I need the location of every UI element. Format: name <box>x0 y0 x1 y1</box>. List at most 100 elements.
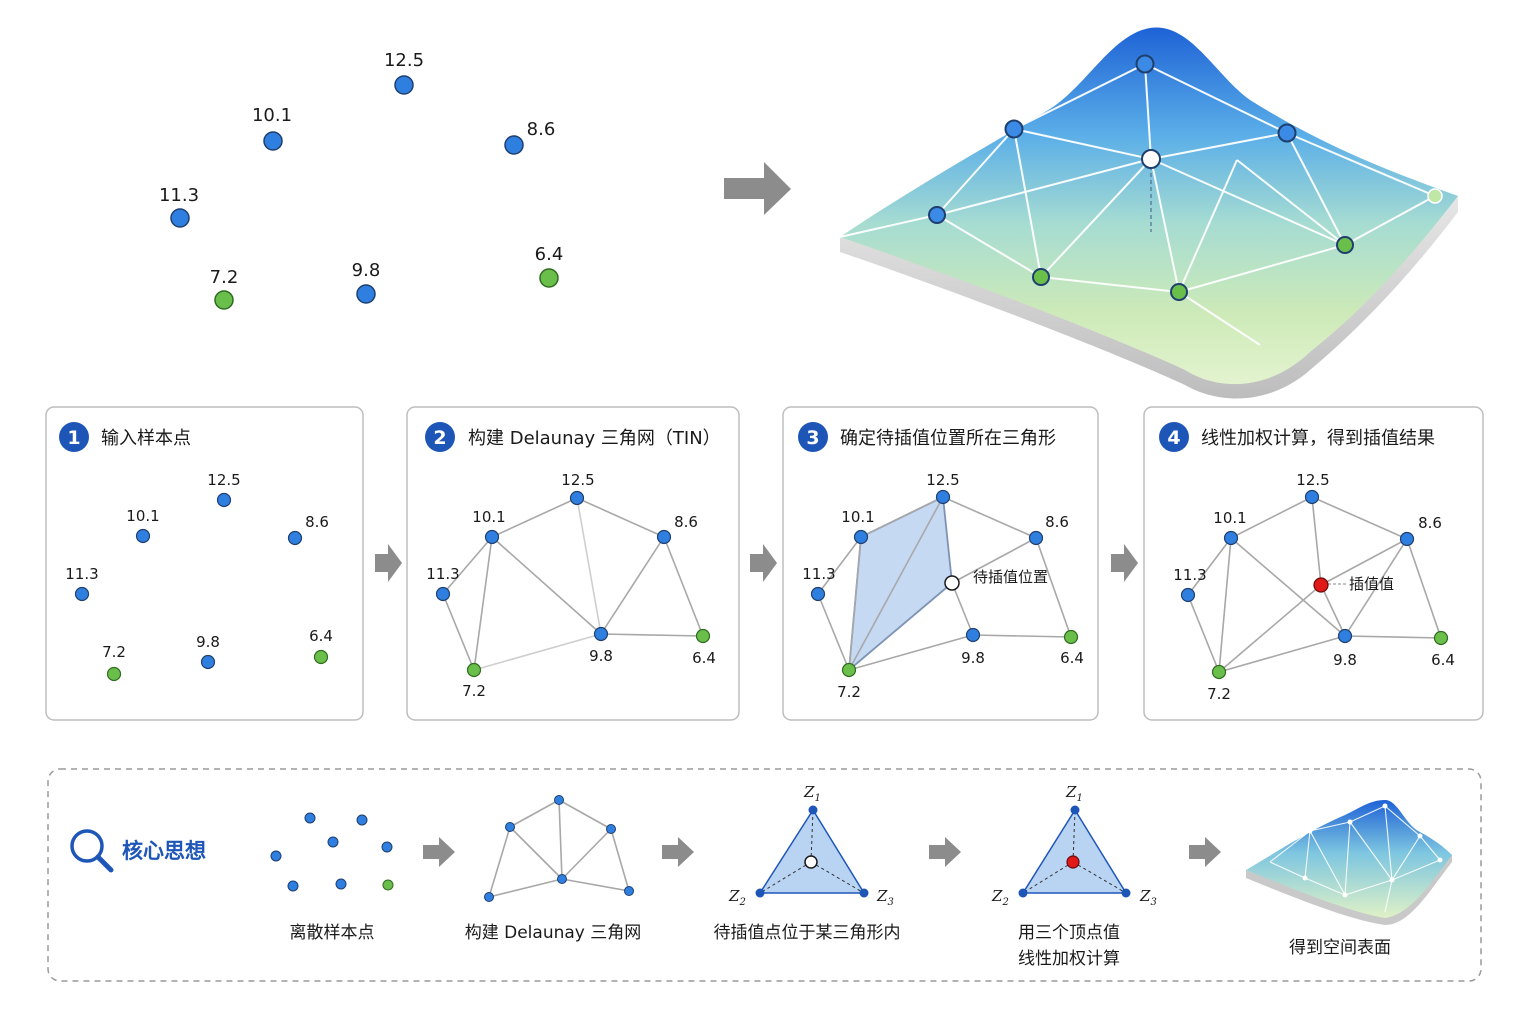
panel-4-number: 4 <box>1167 427 1180 449</box>
sample-point-label: 12.5 <box>207 471 240 489</box>
top-scatter: 12.5 10.1 8.6 11.3 7.2 9.8 6.4 <box>159 50 563 310</box>
core-step-4-triangle: Z1 Z2 Z3 <box>991 783 1157 908</box>
query-point-label: 待插值位置 <box>973 568 1048 586</box>
tin-edge <box>1320 584 1346 637</box>
panel-4 <box>1143 406 1484 721</box>
tin-edge <box>491 497 578 538</box>
sample-point-label: 8.6 <box>674 513 698 531</box>
tin-edge <box>1218 584 1322 673</box>
sample-point <box>466 662 482 678</box>
surface-query-node <box>1141 149 1161 169</box>
sample-point <box>935 489 951 505</box>
tin-edge <box>951 582 974 636</box>
panel-1-number: 1 <box>67 427 80 449</box>
core-step-2-tin <box>488 799 630 898</box>
sample-point-label: 6.4 <box>692 649 716 667</box>
arrow-right-icon <box>929 837 961 867</box>
sample-point-label: 9.8 <box>1333 651 1357 669</box>
sample-point-label: 8.6 <box>1418 514 1442 532</box>
vertex-label-z3: Z3 <box>876 887 894 908</box>
tin-edge <box>576 497 602 635</box>
label-10-1: 10.1 <box>252 105 292 126</box>
panel-4-title: 线性加权计算，得到插值结果 <box>1201 428 1435 449</box>
point-8-6 <box>504 135 524 155</box>
tin-edge <box>1230 496 1313 539</box>
panel-3-title: 确定待插值位置所在三角形 <box>840 428 1056 449</box>
sample-point <box>810 586 826 602</box>
sample-point <box>593 626 609 642</box>
tin-edge <box>1035 537 1072 638</box>
sample-point <box>216 492 232 508</box>
sample-point <box>435 586 451 602</box>
surface-node <box>1135 54 1155 74</box>
surface-node <box>1336 236 1354 254</box>
arrow-right-icon <box>423 837 455 867</box>
core-step-1-points <box>270 812 394 892</box>
tin-edge <box>951 537 1037 584</box>
vertex-label-z2: Z2 <box>991 887 1009 908</box>
surface-node <box>1032 268 1050 286</box>
tin-edge <box>1187 594 1220 673</box>
surface-node <box>928 206 946 224</box>
core-step-1-caption: 离散样本点 <box>290 923 375 943</box>
panel-3-number: 3 <box>806 427 819 449</box>
core-step-3-query-point <box>804 855 818 869</box>
core-step-5-caption: 得到空间表面 <box>1289 938 1391 958</box>
tin-edge <box>848 536 862 671</box>
sample-point-label: 12.5 <box>926 471 959 489</box>
sample-point <box>135 528 151 544</box>
sample-point <box>313 649 329 665</box>
tin-edge <box>473 633 602 671</box>
sample-point <box>1211 664 1227 680</box>
surface-top <box>840 27 1458 385</box>
arrow-right-icon <box>750 544 777 582</box>
label-7-2: 7.2 <box>210 267 239 288</box>
point-7-2 <box>214 290 234 310</box>
sample-point <box>106 666 122 682</box>
sample-point-label: 9.8 <box>196 633 220 651</box>
sample-point-label: 8.6 <box>305 513 329 531</box>
vertex-label-z2: Z2 <box>728 887 746 908</box>
sample-point-label: 11.3 <box>1173 566 1206 584</box>
sample-point-label: 7.2 <box>1207 685 1231 703</box>
sample-point-label: 9.8 <box>961 649 985 667</box>
core-step-5-surface <box>1246 800 1452 925</box>
vertex-label-z1: Z1 <box>1065 783 1083 804</box>
sample-point-label: 6.4 <box>1060 649 1084 667</box>
sample-point <box>841 662 857 678</box>
point-11-3 <box>170 208 190 228</box>
core-idea: 核心思想 离散样本点 <box>47 768 1482 982</box>
sample-point-label: 10.1 <box>1213 509 1246 527</box>
core-step-4-caption-line1: 用三个顶点值 <box>1018 923 1120 943</box>
tin-edge <box>848 496 944 671</box>
tin-edge <box>1218 635 1346 673</box>
arrow-right-icon <box>662 837 694 867</box>
sample-point <box>853 529 869 545</box>
core-step-2-nodes <box>484 795 634 902</box>
sample-point <box>965 627 981 643</box>
tin-edge <box>1406 538 1442 639</box>
sample-point <box>1337 628 1353 644</box>
sample-point <box>74 586 90 602</box>
sample-point <box>484 529 500 545</box>
magnifier-icon <box>70 829 114 873</box>
surface-node <box>1170 283 1188 301</box>
sample-point <box>287 530 303 546</box>
sample-point <box>1399 531 1415 547</box>
sample-point <box>1304 489 1320 505</box>
label-9-8: 9.8 <box>352 260 381 281</box>
point-9-8 <box>356 284 376 304</box>
tin-edge <box>817 593 850 671</box>
label-11-3: 11.3 <box>159 185 199 206</box>
label-8-6: 8.6 <box>527 119 556 140</box>
sample-point-label: 9.8 <box>589 647 613 665</box>
tin-edge <box>860 496 944 538</box>
label-12-5: 12.5 <box>384 50 424 71</box>
tin-edge <box>1218 537 1232 673</box>
sample-point-label: 7.2 <box>102 643 126 661</box>
panel-2 <box>406 406 740 721</box>
sample-point-label: 11.3 <box>802 565 835 583</box>
